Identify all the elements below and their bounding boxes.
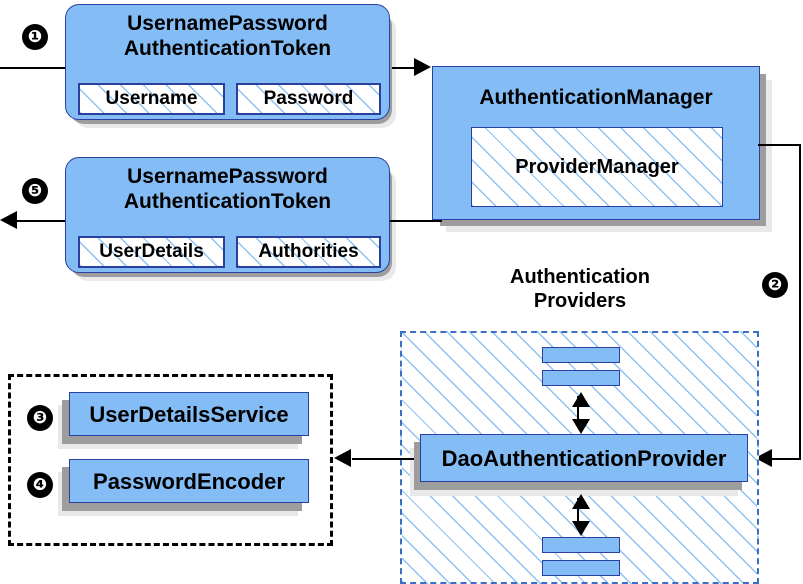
authentication-manager-node[interactable]: AuthenticationManager ProviderManager [432,66,760,220]
step-badge-4: ❹ [27,472,53,498]
outgoing-response-arrowhead [0,211,17,229]
request-token-title: UsernamePassword AuthenticationToken [123,12,332,60]
response-token-node[interactable]: UsernamePassword AuthenticationToken Use… [65,157,390,273]
provider-link-top-line [577,396,579,426]
helpers-container [8,374,333,546]
token-to-manager-line [392,67,420,69]
manager-to-provider-line-vertical [799,144,801,459]
incoming-request-line [0,67,72,69]
provider-to-helpers-arrowhead [334,449,351,467]
provider-link-top-arrow-up [572,392,590,407]
manager-to-provider-line-top [758,144,801,146]
provider-manager-node[interactable]: ProviderManager [471,127,723,207]
authentication-manager-label: AuthenticationManager [479,86,713,109]
provider-to-helpers-line [352,458,414,460]
outgoing-response-line [8,220,74,222]
step-badge-2: ❷ [762,272,788,298]
password-encoder-node[interactable]: PasswordEncoder [69,459,309,503]
request-token-field-password[interactable]: Password [236,83,381,115]
manager-to-provider-line-bottom [762,458,801,460]
response-token-title: UsernamePassword AuthenticationToken [123,165,332,213]
provider-link-bottom-arrow-down [572,521,590,536]
other-provider-bar-3[interactable] [542,537,620,553]
provider-link-bottom-arrow-up [572,494,590,509]
providers-caption: Authentication Providers [510,266,650,312]
provider-link-top-arrow-down [572,419,590,434]
provider-link-bottom-line [577,498,579,526]
step-badge-5: ❺ [22,178,48,204]
other-provider-bar-4[interactable] [542,560,620,576]
manager-to-provider-arrowhead [755,449,772,467]
user-details-service-node[interactable]: UserDetailsService [69,392,309,436]
request-token-field-username[interactable]: Username [78,83,225,115]
other-provider-bar-2[interactable] [542,370,620,386]
step-badge-3: ❸ [27,405,53,431]
dao-authentication-provider-node[interactable]: DaoAuthenticationProvider [420,434,748,482]
token-to-manager-arrowhead [414,58,431,76]
response-token-field-userdetails[interactable]: UserDetails [78,236,225,268]
manager-to-response-line [390,220,442,222]
step-badge-1: ❶ [22,24,48,50]
request-token-node[interactable]: UsernamePassword AuthenticationToken Use… [65,4,390,120]
other-provider-bar-1[interactable] [542,347,620,363]
response-token-field-authorities[interactable]: Authorities [236,236,381,268]
